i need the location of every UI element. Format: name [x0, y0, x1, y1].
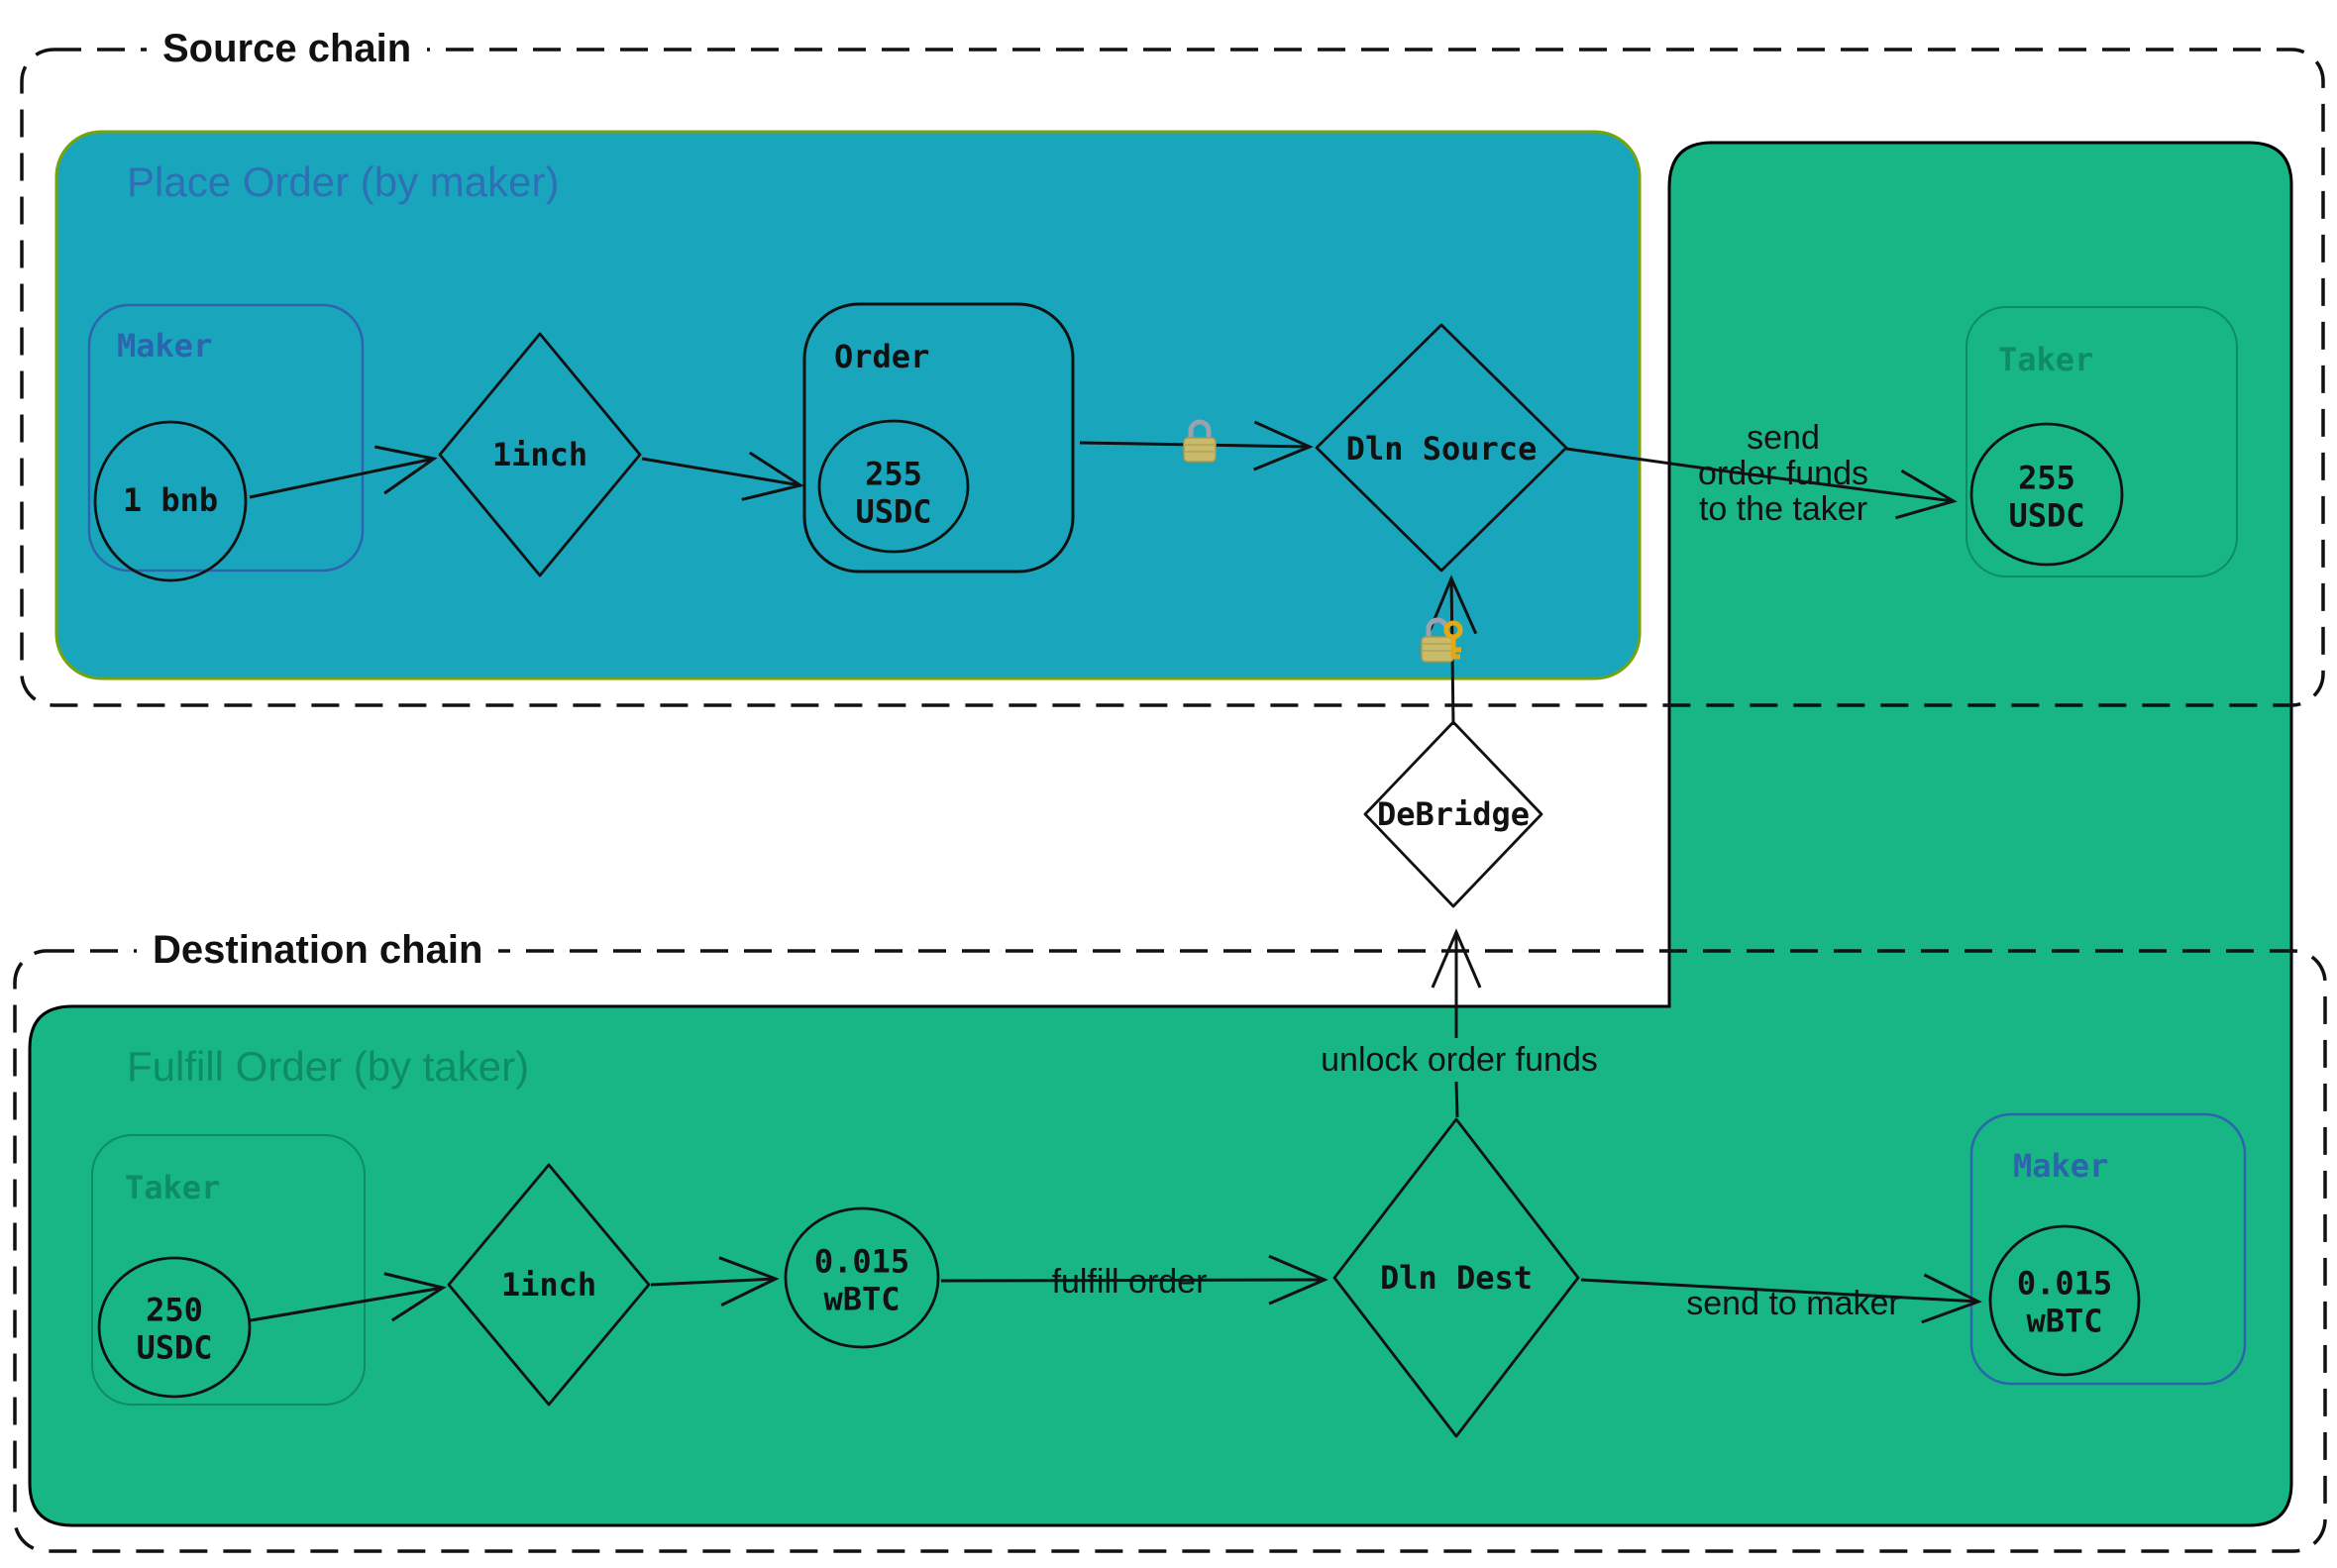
- lock-key-icon: [1421, 617, 1463, 663]
- maker-label-destination: Maker: [2013, 1147, 2109, 1185]
- fulfill-order-label: fulfill order: [1051, 1262, 1208, 1301]
- maker-label-source: Maker: [117, 327, 213, 365]
- arrow-dlnsource-to-taker: [1565, 447, 1958, 520]
- order-usdc-amount: 255 USDC: [855, 455, 932, 530]
- dln-source-label: Dln Source: [1345, 430, 1538, 468]
- taker-label-source: Taker: [1998, 341, 2094, 378]
- send-to-maker-label: send to maker: [1686, 1284, 1900, 1322]
- oneinch-diamond-destination: [447, 1163, 651, 1407]
- send-order-funds-label: send order funds to the taker: [1698, 418, 1868, 529]
- place-order-panel: [54, 130, 1642, 680]
- taker-usdc-amount-destination: 250 USDC: [136, 1291, 213, 1366]
- bnb-amount: 1 bnb: [122, 481, 219, 520]
- wbtc-circle-maker: [1988, 1224, 2141, 1377]
- maker-box-source: [87, 303, 365, 573]
- debridge-label: DeBridge: [1376, 795, 1531, 833]
- dln-dest-diamond: [1332, 1117, 1580, 1438]
- arrow-1inch-to-wbtc: [650, 1256, 780, 1307]
- fulfill-order-panel: [28, 141, 2293, 1527]
- destination-chain-label: Destination chain: [137, 928, 499, 973]
- oneinch-label-source: 1inch: [491, 436, 588, 473]
- source-chain-region: [20, 48, 2325, 707]
- taker-label-destination: Taker: [125, 1169, 221, 1206]
- taker-box-destination: [91, 1134, 366, 1406]
- order-box: [802, 302, 1075, 574]
- taker-box-source: [1965, 306, 2238, 577]
- place-order-title: Place Order (by maker): [127, 158, 560, 205]
- maker-box-destination: [1969, 1112, 2247, 1386]
- debridge-diamond: [1363, 720, 1543, 908]
- arrow-wbtc-to-dlndest: [940, 1254, 1328, 1306]
- oneinch-label-destination: 1inch: [500, 1266, 597, 1304]
- fulfill-order-title: Fulfill Order (by taker): [127, 1043, 530, 1090]
- taker-usdc-circle: [1969, 422, 2124, 567]
- arrow-usdc-to-1inch-destination: [250, 1272, 447, 1322]
- arrow-dlndest-to-maker: [1580, 1273, 1982, 1324]
- wbtc-circle-mid: [784, 1206, 940, 1349]
- source-chain-label: Source chain: [147, 27, 428, 71]
- bnb-circle: [93, 420, 248, 582]
- arrow-bnb-to-1inch: [249, 445, 438, 499]
- unlock-order-funds-label: unlock order funds: [1321, 1040, 1598, 1079]
- dln-source-diamond: [1315, 323, 1568, 573]
- taker-usdc-circle-destination: [97, 1256, 252, 1399]
- dln-dest-label: Dln Dest: [1379, 1259, 1534, 1297]
- oneinch-diamond-source: [438, 332, 642, 577]
- taker-usdc-amount: 255 USDC: [2008, 459, 2085, 534]
- order-label: Order: [834, 338, 930, 375]
- arrow-dlndest-to-debridge-lower: [1454, 1081, 1459, 1118]
- lock-icon: [1183, 419, 1217, 463]
- wbtc-amount-maker: 0.015 wBTC: [2016, 1264, 2113, 1339]
- wbtc-amount-mid: 0.015 wBTC: [813, 1242, 910, 1317]
- order-usdc-circle: [817, 419, 970, 554]
- arrow-1inch-to-order: [641, 451, 804, 501]
